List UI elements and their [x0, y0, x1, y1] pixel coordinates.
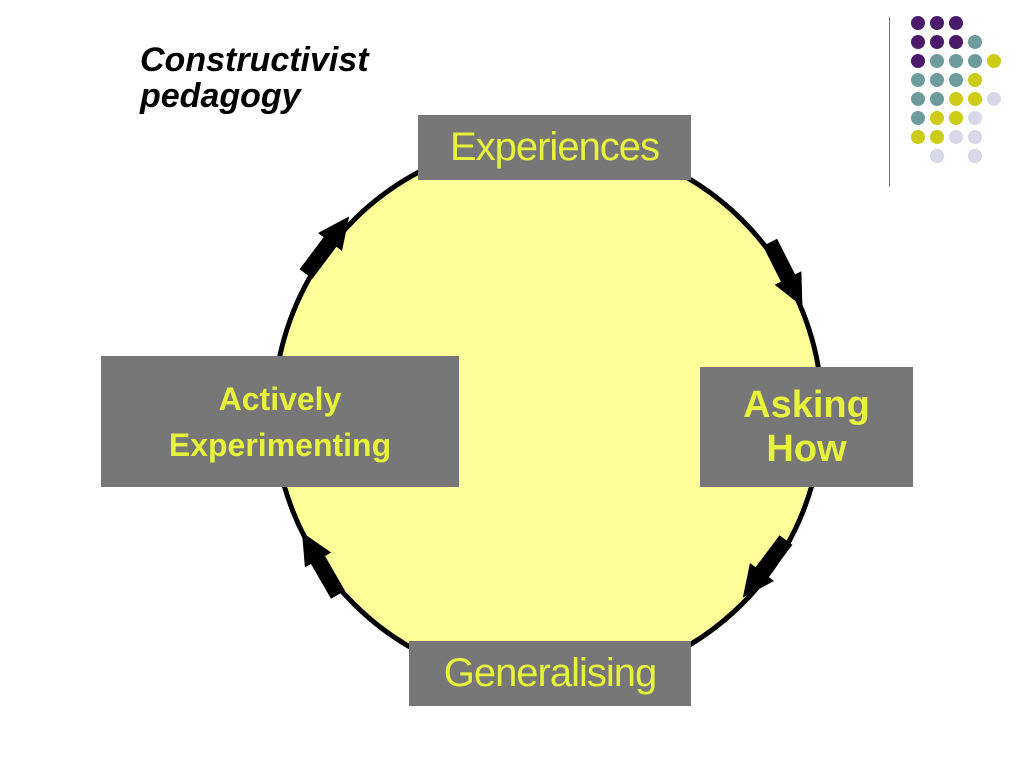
decorative-dot: [911, 73, 925, 87]
decorative-dot: [930, 111, 944, 125]
arrow-bottom-left: [302, 532, 345, 599]
decorative-dot: [911, 35, 925, 49]
node-actively-line-1: Actively: [218, 380, 342, 417]
decorative-dot: [911, 92, 925, 106]
decorative-dot: [949, 130, 963, 144]
title-line-1: Constructivist: [140, 41, 369, 79]
decorative-dot: [949, 73, 963, 87]
decorative-dot: [930, 16, 944, 30]
node-actively-line-2: Experimenting: [168, 426, 392, 463]
decorative-dot: [930, 35, 944, 49]
decorative-dot: [968, 35, 982, 49]
arrow-top-right: [762, 238, 803, 307]
node-actively-experimenting: Actively Experimenting: [101, 356, 459, 487]
decorative-dot: [949, 92, 963, 106]
decorative-dot: [968, 149, 982, 163]
decorative-dot: [949, 54, 963, 68]
node-generalising: Generalising: [409, 641, 691, 706]
decorative-dot: [987, 92, 1001, 106]
decorative-dot: [968, 73, 982, 87]
decorative-dot: [930, 130, 944, 144]
decorative-dot: [930, 149, 944, 163]
decorative-dot: [968, 130, 982, 144]
decorative-dot: [930, 92, 944, 106]
decorative-dot: [911, 16, 925, 30]
cycle-arrows: [299, 216, 803, 599]
node-experiences: Experiences: [418, 115, 691, 180]
title-line-2: pedagogy: [140, 77, 301, 115]
node-experiences-label: Experiences: [449, 125, 660, 169]
node-generalising-label: Generalising: [443, 651, 658, 695]
decorative-dot: [949, 111, 963, 125]
decorative-dot: [968, 92, 982, 106]
node-asking-how-line-1: Asking: [743, 384, 870, 426]
decorative-dot: [930, 54, 944, 68]
decorative-dot: [968, 54, 982, 68]
decorative-divider: [889, 17, 890, 187]
node-asking-how-line-2: How: [766, 428, 847, 470]
decorative-dot: [911, 111, 925, 125]
decorative-dot: [968, 111, 982, 125]
decorative-dot: [911, 54, 925, 68]
arrow-bottom-right: [742, 535, 793, 598]
decorative-dot: [987, 54, 1001, 68]
arrow-top-left: [299, 216, 350, 279]
decorative-dot: [911, 130, 925, 144]
slide-title: Constructivist pedagogy: [140, 42, 480, 114]
decorative-dot: [930, 73, 944, 87]
decorative-dot: [949, 35, 963, 49]
decorative-dot: [949, 16, 963, 30]
node-asking-how: Asking How: [700, 367, 913, 487]
